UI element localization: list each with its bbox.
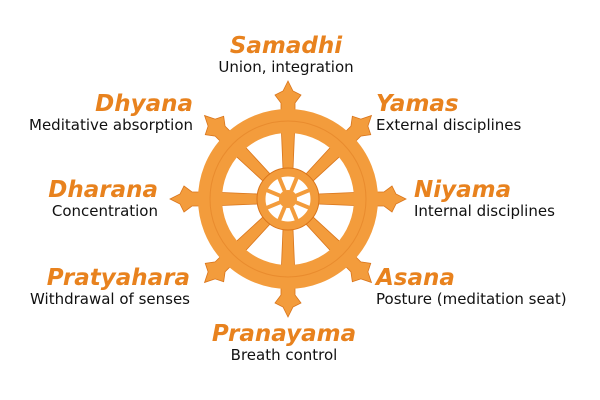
hub-spoke [288,176,300,194]
limb-name: Samadhi [229,33,343,59]
hub-spoke [288,204,300,222]
hub-spoke [293,187,311,199]
limb-description: Internal disciplines [414,202,555,221]
limb-name: Asana [376,265,455,291]
limb-asana: Asana Posture (meditation seat) [376,265,567,309]
limb-name: Yamas [376,91,459,117]
wheel-rim [198,109,378,289]
wheel-axle [279,190,297,208]
limb-name: Niyama [414,177,512,203]
limb-description: Union, integration [218,58,354,77]
limb-name: Dharana [48,177,158,203]
limb-description: Concentration [51,202,158,221]
limb-description: Withdrawal of senses [30,290,190,309]
limb-description: External disciplines [376,116,522,135]
hub-spoke [276,176,288,194]
limb-description: Breath control [230,346,338,365]
limb-dhyana: Dhyana Meditative absorption [29,91,193,135]
hub-spoke [293,199,311,211]
limb-samadhi: Samadhi Union, integration [218,33,353,77]
limb-description: Posture (meditation seat) [376,290,567,309]
hub-spoke [265,199,283,211]
limb-name: Pranayama [211,321,357,347]
limb-description: Meditative absorption [29,116,193,135]
hub-spoke [276,204,288,222]
limb-pranayama: Pranayama Breath control [212,321,356,365]
limb-name: Dhyana [95,91,193,117]
limb-pratyahara: Pratyahara Withdrawal of senses [30,265,190,309]
limb-name: Pratyahara [46,265,190,291]
limb-dharana: Dharana Concentration [48,177,158,221]
limb-yamas: Yamas External disciplines [376,91,521,135]
hub-spoke [265,187,283,199]
limb-niyama: Niyama Internal disciplines [414,177,555,221]
